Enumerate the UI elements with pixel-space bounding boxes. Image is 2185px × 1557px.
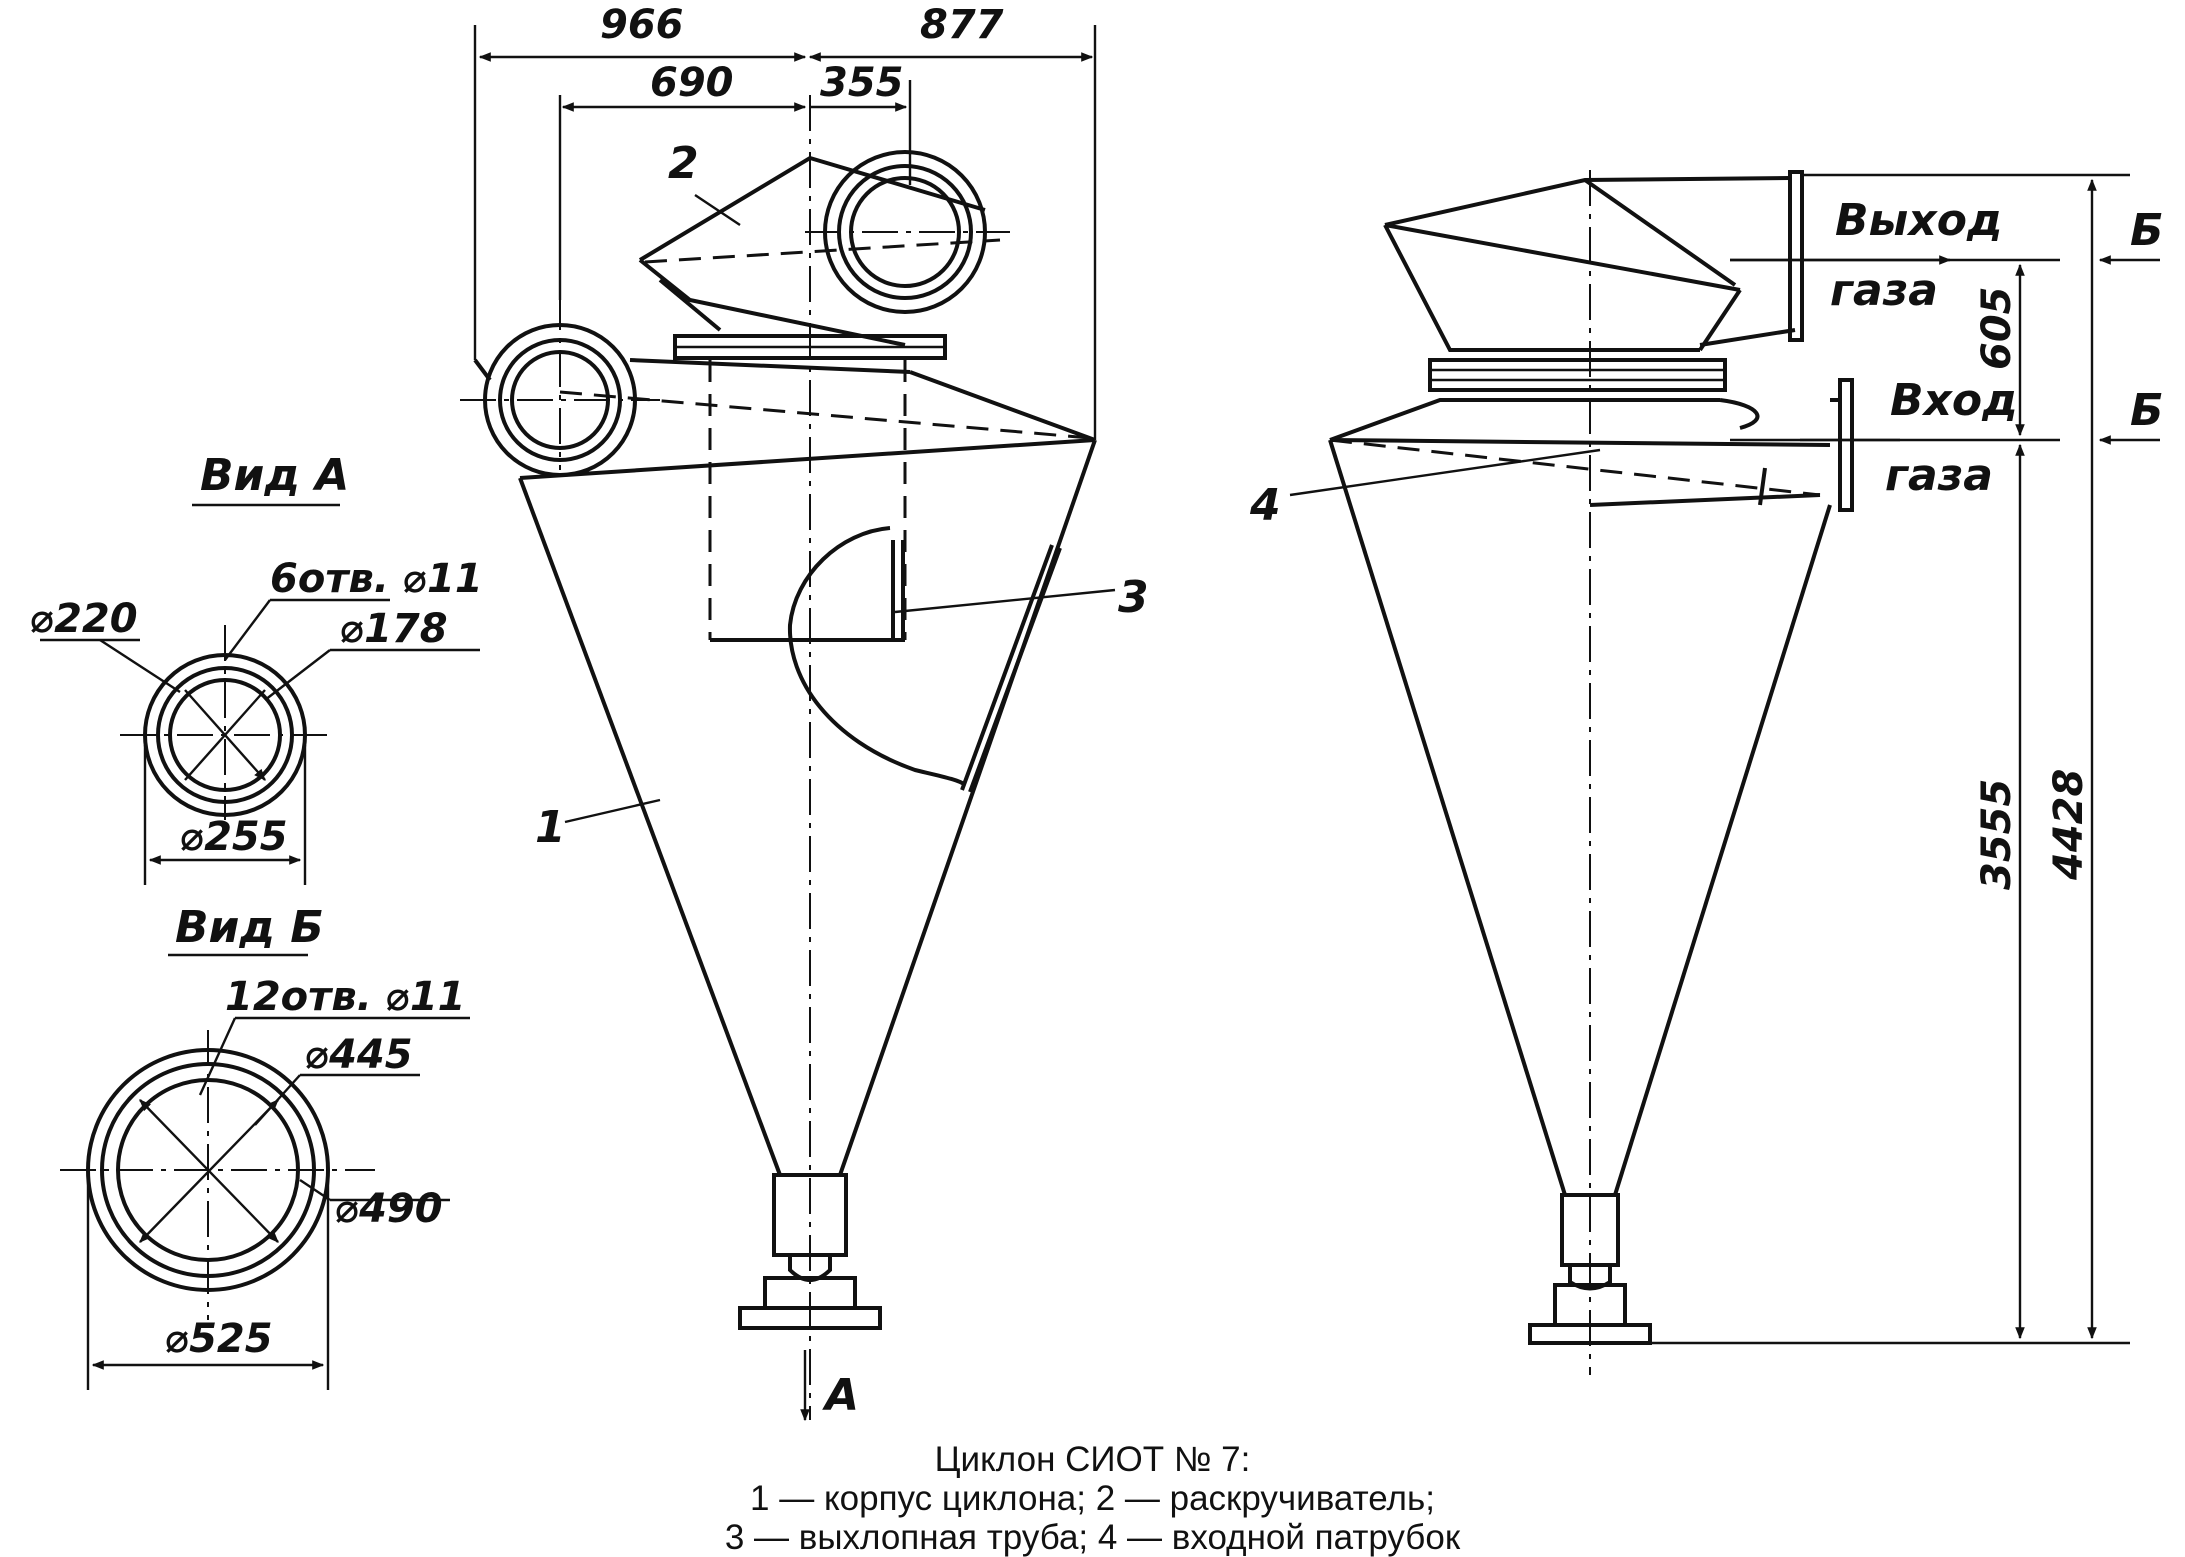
dim-4428: 4428 <box>2046 769 2092 881</box>
technical-drawing: 966 877 690 355 <box>30 2 2164 1422</box>
dim-877: 877 <box>920 2 1004 48</box>
front-view-dimensions: 966 877 690 355 <box>473 2 1097 440</box>
front-view-callouts: 2 3 1 A <box>535 138 1149 1422</box>
view-a-holes: 6отв. ⌀11 <box>270 556 483 602</box>
view-b-d490: ⌀490 <box>335 1186 443 1232</box>
inlet-pipe <box>460 323 1096 480</box>
dim-966: 966 <box>600 2 684 48</box>
outlet-label-1: Выход <box>1835 195 2002 246</box>
gas-flow-labels: Выход газа Вход газа <box>1730 195 2018 501</box>
dim-355: 355 <box>820 60 904 106</box>
view-b-holes: 12отв. ⌀11 <box>225 974 466 1020</box>
side-body <box>1328 439 1832 1345</box>
callout-4: 4 <box>1249 480 1281 531</box>
outlet-label-2: газа <box>1830 265 1938 316</box>
dim-3555: 3555 <box>1974 779 2020 890</box>
section-b-bottom: Б <box>2130 385 2164 436</box>
section-b-top: Б <box>2130 205 2164 256</box>
dim-605: 605 <box>1974 287 2020 371</box>
side-flange <box>1428 358 1727 392</box>
view-a-d178: ⌀178 <box>340 606 448 652</box>
view-b: Вид Б 12отв. ⌀11 ⌀445 ⌀490 ⌀525 <box>60 902 470 1390</box>
view-a-d220: ⌀220 <box>30 596 138 642</box>
figure-caption: Циклон СИОТ № 7: 1 — корпус циклона; 2 —… <box>0 1440 2185 1557</box>
callout-1: 1 <box>535 802 566 853</box>
view-b-title: Вид Б <box>175 902 324 953</box>
cyclone-body <box>518 439 1097 1330</box>
view-arrow-a: A <box>822 1370 859 1421</box>
inlet-label-1: Вход <box>1890 375 2018 426</box>
side-view: 605 3555 4428 Б Б Выход газа Вход газа 4 <box>1249 170 2164 1375</box>
side-inlet-nozzle <box>1329 378 1854 512</box>
side-view-dimensions: 605 3555 4428 Б Б <box>1630 173 2164 1345</box>
inlet-label-2: газа <box>1885 450 1993 501</box>
side-swirler <box>1383 170 1804 352</box>
view-a: Вид А 6отв. ⌀11 ⌀220 ⌀178 ⌀255 <box>30 450 483 885</box>
swirler <box>638 150 1010 347</box>
caption-legend-1: 1 — корпус циклона; 2 — раскручиватель; <box>750 1479 1435 1518</box>
front-view: 966 877 690 355 <box>460 2 1149 1422</box>
view-b-d525: ⌀525 <box>165 1316 273 1362</box>
exhaust-pipe <box>708 360 967 787</box>
view-a-d255: ⌀255 <box>180 814 288 860</box>
callout-2: 2 <box>668 138 699 189</box>
dim-690: 690 <box>650 60 734 106</box>
callout-3: 3 <box>1118 572 1149 623</box>
view-b-d445: ⌀445 <box>305 1032 413 1078</box>
view-a-title: Вид А <box>200 450 349 501</box>
caption-legend-2: 3 — выхлопная труба; 4 — входной патрубо… <box>724 1518 1461 1557</box>
caption-title: Циклон СИОТ № 7: <box>934 1440 1251 1479</box>
